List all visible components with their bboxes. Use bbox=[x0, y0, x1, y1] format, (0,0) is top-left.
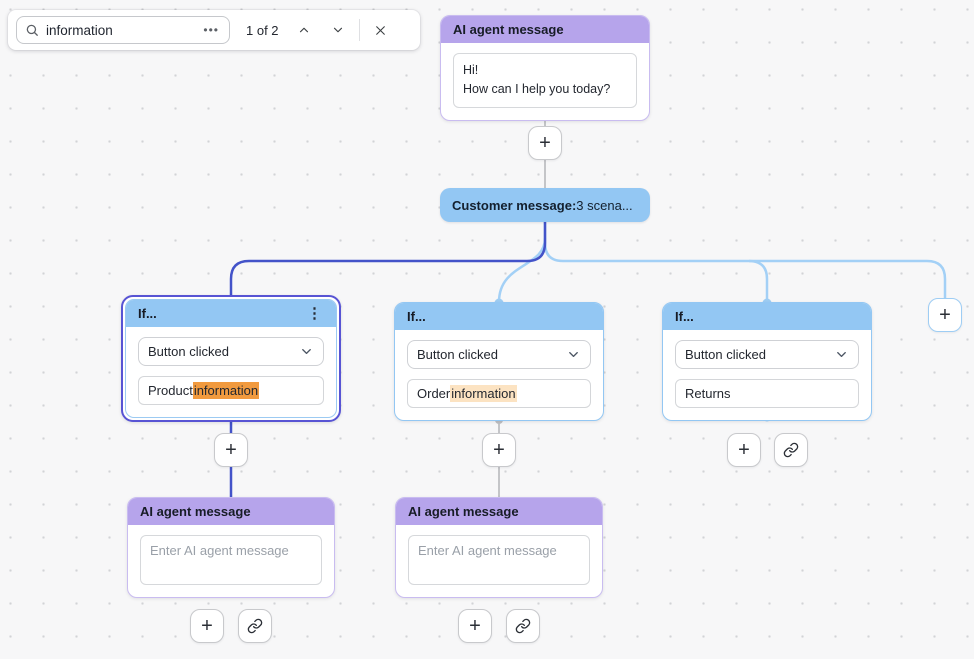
chevron-up-icon bbox=[299, 27, 308, 33]
condition-text: Product bbox=[148, 383, 193, 398]
link-step-button[interactable] bbox=[506, 609, 540, 643]
customer-message-node[interactable]: Customer message:3 scena... bbox=[440, 188, 650, 222]
condition-text: Returns bbox=[685, 386, 731, 401]
search-match-active: information bbox=[192, 382, 260, 399]
search-input[interactable] bbox=[46, 22, 202, 38]
add-step-button[interactable]: + bbox=[727, 433, 761, 467]
search-bar: ••• 1 of 2 bbox=[8, 10, 420, 50]
node-title: If... bbox=[675, 309, 694, 324]
chevron-down-icon bbox=[837, 352, 846, 357]
if-branch-node-2[interactable]: If... Button clicked Order information bbox=[394, 302, 604, 421]
condition-value-input[interactable]: Product information bbox=[138, 376, 324, 405]
add-step-button[interactable]: + bbox=[482, 433, 516, 467]
condition-text: Order bbox=[417, 386, 451, 401]
search-icon bbox=[26, 24, 38, 36]
condition-type-value: Button clicked bbox=[148, 344, 229, 359]
node-title: If... bbox=[138, 306, 157, 321]
ai-message-input[interactable]: Enter AI agent message bbox=[408, 535, 590, 585]
add-step-button[interactable]: + bbox=[190, 609, 224, 643]
chevron-down-icon bbox=[569, 352, 578, 357]
chevron-down-icon bbox=[333, 27, 342, 33]
if-branch-node-1-selected[interactable]: If... ⋮ Button clicked Product informati… bbox=[121, 295, 341, 422]
close-icon bbox=[376, 25, 385, 35]
link-icon bbox=[515, 618, 531, 634]
message-line: Hi! bbox=[463, 63, 479, 77]
condition-type-select[interactable]: Button clicked bbox=[138, 337, 324, 366]
search-match-inactive: information bbox=[450, 385, 517, 402]
ai-message-node-bottom-left[interactable]: AI agent message Enter AI agent message bbox=[127, 497, 335, 598]
close-search-button[interactable] bbox=[368, 17, 394, 43]
add-step-button[interactable]: + bbox=[458, 609, 492, 643]
ai-message-node-bottom-middle[interactable]: AI agent message Enter AI agent message bbox=[395, 497, 603, 598]
plus-icon: + bbox=[225, 439, 237, 461]
previous-match-button[interactable] bbox=[291, 17, 317, 43]
link-icon bbox=[247, 618, 263, 634]
condition-value-input[interactable]: Order information bbox=[407, 379, 591, 408]
if-branch-node-3[interactable]: If... Button clicked Returns bbox=[662, 302, 872, 421]
add-step-button[interactable]: + bbox=[214, 433, 248, 467]
kebab-menu-icon[interactable]: ⋮ bbox=[307, 305, 322, 322]
customer-message-summary: 3 scena... bbox=[576, 197, 633, 213]
search-options-icon[interactable]: ••• bbox=[203, 23, 219, 37]
condition-type-select[interactable]: Button clicked bbox=[675, 340, 859, 369]
plus-icon: + bbox=[539, 132, 551, 154]
plus-icon: + bbox=[939, 304, 951, 326]
node-title: AI agent message bbox=[128, 498, 334, 525]
node-title: If... bbox=[407, 309, 426, 324]
condition-type-select[interactable]: Button clicked bbox=[407, 340, 591, 369]
chevron-down-icon bbox=[302, 349, 311, 354]
customer-message-label: Customer message: bbox=[452, 197, 577, 213]
add-step-button[interactable]: + bbox=[528, 126, 562, 160]
link-step-button[interactable] bbox=[774, 433, 808, 467]
node-title: AI agent message bbox=[441, 16, 649, 43]
next-match-button[interactable] bbox=[325, 17, 351, 43]
condition-type-value: Button clicked bbox=[685, 347, 766, 362]
condition-type-value: Button clicked bbox=[417, 347, 498, 362]
plus-icon: + bbox=[201, 615, 213, 637]
node-title: AI agent message bbox=[396, 498, 602, 525]
search-input-field[interactable]: ••• bbox=[16, 16, 230, 44]
searchbar-divider bbox=[358, 19, 360, 41]
message-line: How can I help you today? bbox=[463, 82, 611, 97]
link-icon bbox=[783, 442, 799, 458]
condition-value-input[interactable]: Returns bbox=[675, 379, 859, 408]
plus-icon: + bbox=[738, 439, 750, 461]
link-step-button[interactable] bbox=[238, 609, 272, 643]
plus-icon: + bbox=[469, 615, 481, 637]
ai-message-input[interactable]: Enter AI agent message bbox=[140, 535, 322, 585]
ai-message-text-box[interactable]: Hi! How can I help you today? bbox=[453, 53, 637, 108]
ai-message-node-top[interactable]: AI agent message Hi! How can I help you … bbox=[440, 15, 650, 121]
plus-icon: + bbox=[493, 439, 505, 461]
add-branch-button[interactable]: + bbox=[928, 298, 962, 332]
search-result-count: 1 of 2 bbox=[246, 22, 279, 38]
